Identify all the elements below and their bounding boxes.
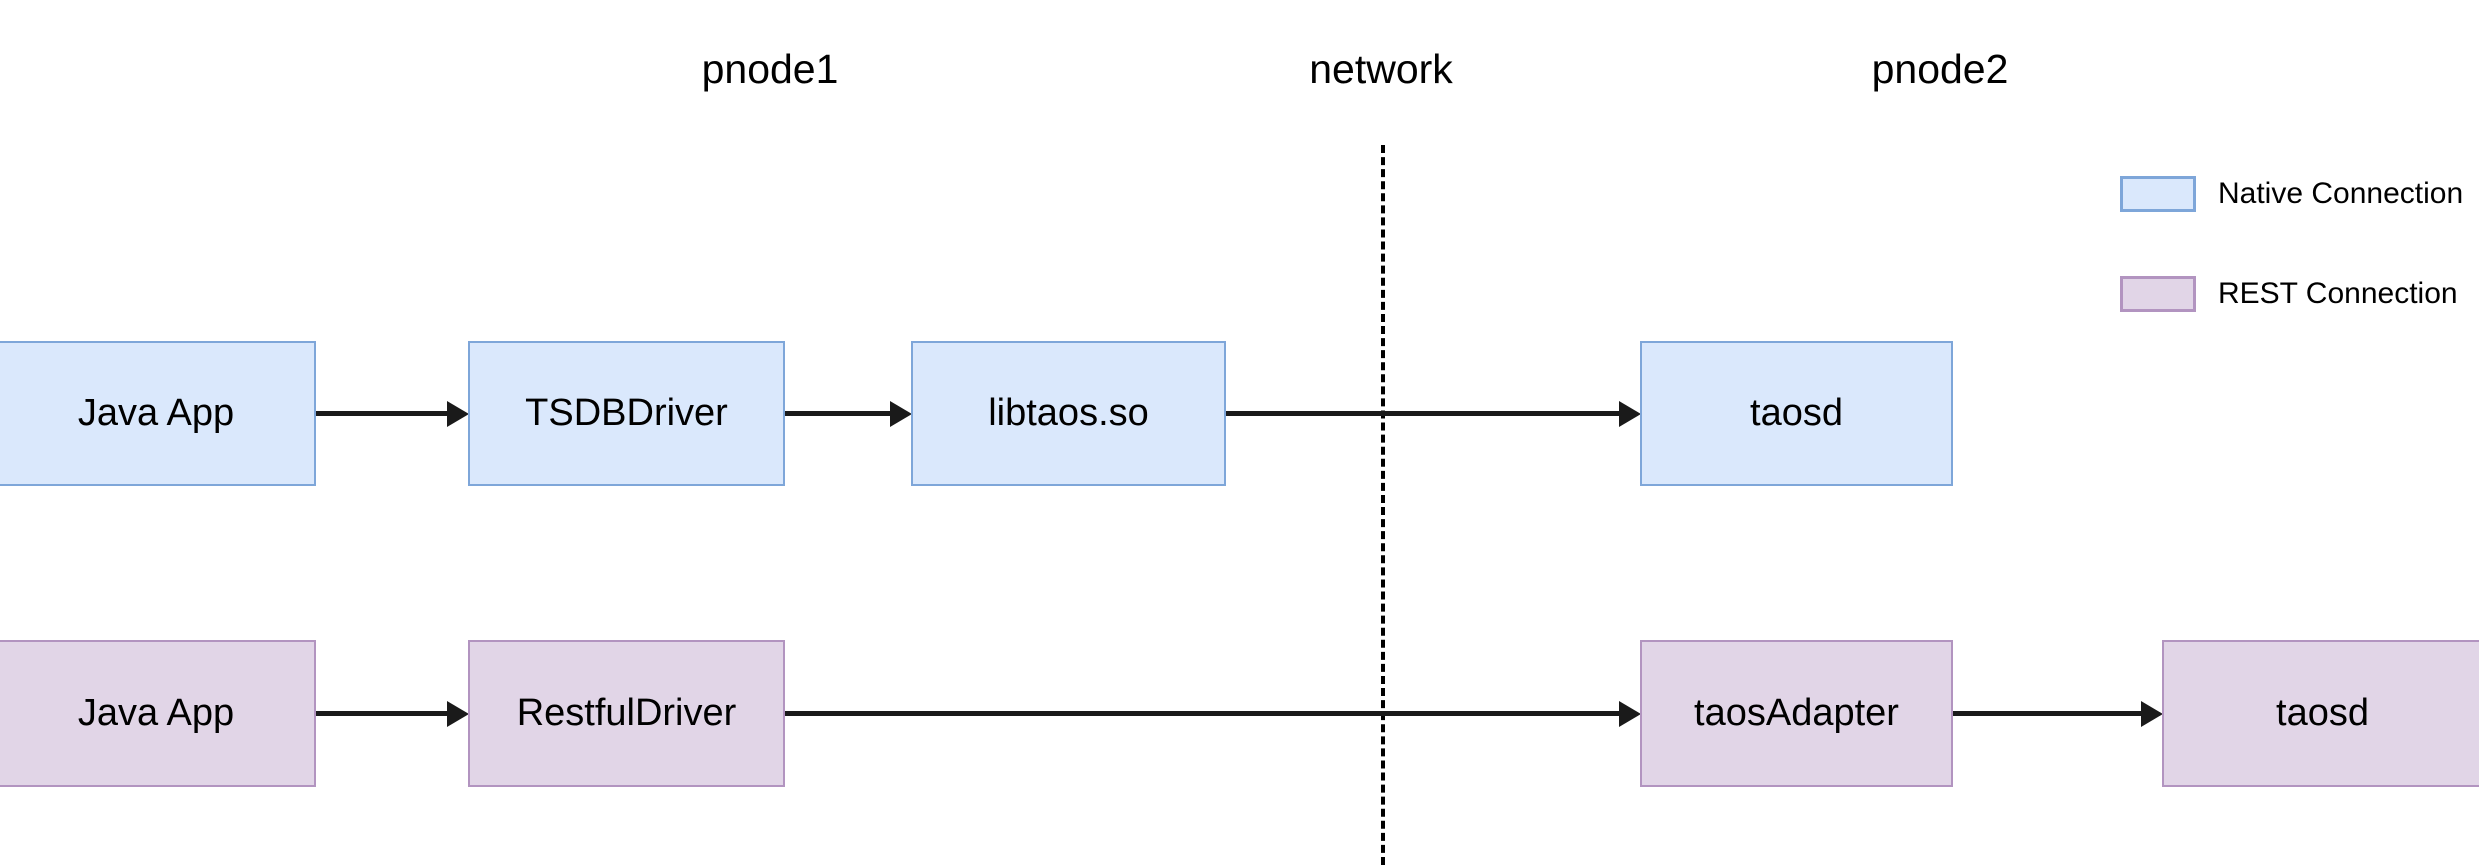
edge-libtaos-to-taosd [1226,411,1619,416]
legend-label-native: Native Connection [2218,177,2464,210]
arrowhead-restfuldriver-to-taosadapter-icon [1619,701,1641,727]
arrowhead-java-app-to-tsdbdriver-icon [447,401,469,427]
legend-swatch-rest-icon [2120,276,2196,312]
legend-label-rest: REST Connection [2218,277,2458,310]
edge-java-app-to-tsdbdriver [316,411,447,416]
arrowhead-tsdbdriver-to-libtaos-icon [890,401,912,427]
legend-swatch-native-icon [2120,176,2196,212]
column-label-pnode1: pnode1 [701,46,839,92]
legend-item-native: Native Connection [2120,176,2463,212]
column-label-network: network [1309,46,1453,92]
edge-tsdbdriver-to-libtaos [785,411,890,416]
arrowhead-libtaos-to-taosd-icon [1619,401,1641,427]
node-restfuldriver[interactable]: RestfulDriver [468,640,785,787]
legend-item-rest: REST Connection [2120,276,2458,312]
arrowhead-java-app-to-restfuldriver-icon [447,701,469,727]
edge-taosadapter-to-taosd [1953,711,2141,716]
network-boundary-divider [1381,145,1385,865]
node-java-app-native[interactable]: Java App [0,341,316,486]
node-tsdbdriver[interactable]: TSDBDriver [468,341,785,486]
arrowhead-taosadapter-to-taosd-icon [2141,701,2163,727]
node-taosd-native[interactable]: taosd [1640,341,1953,486]
edge-java-app-to-restfuldriver [316,711,447,716]
node-libtaos-so[interactable]: libtaos.so [911,341,1226,486]
node-java-app-rest[interactable]: Java App [0,640,316,787]
column-label-pnode2: pnode2 [1871,46,2009,92]
node-taosadapter[interactable]: taosAdapter [1640,640,1953,787]
node-taosd-rest[interactable]: taosd [2162,640,2479,787]
edge-restfuldriver-to-taosadapter [785,711,1619,716]
